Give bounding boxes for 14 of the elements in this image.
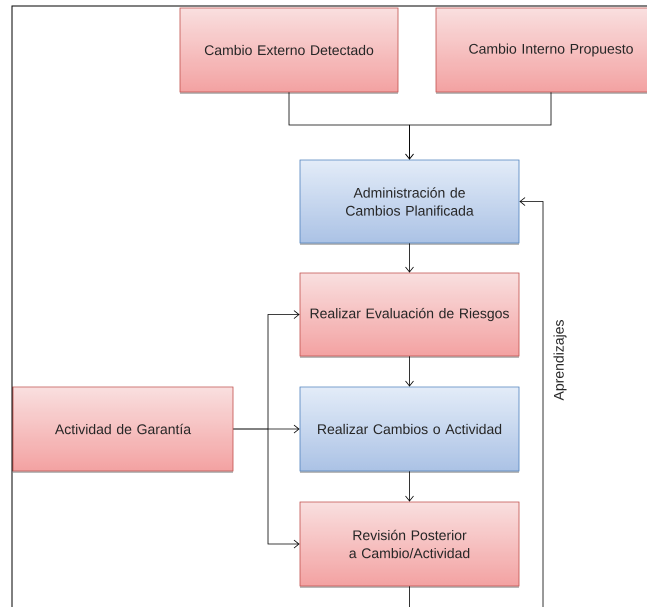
arrow [409,197,544,607]
arrow [405,356,414,387]
edge-label: Aprendizajes [552,318,568,402]
process-box: Revisión Posterior a Cambio/Actividad [300,502,520,588]
process-box: Realizar Evaluación de Riesgos [300,272,520,358]
process-box: Actividad de Garantía [12,386,234,473]
process-box: Realizar Cambios o Actividad [300,386,520,473]
arrow [405,243,414,273]
arrow [233,428,300,548]
arrow [405,471,414,502]
process-box: Cambio Externo Detectado [180,8,398,94]
arrow [405,92,552,160]
process-box: Cambio Interno Propuesto [436,8,647,94]
process-box: Administración de Cambios Planificada [300,160,520,245]
